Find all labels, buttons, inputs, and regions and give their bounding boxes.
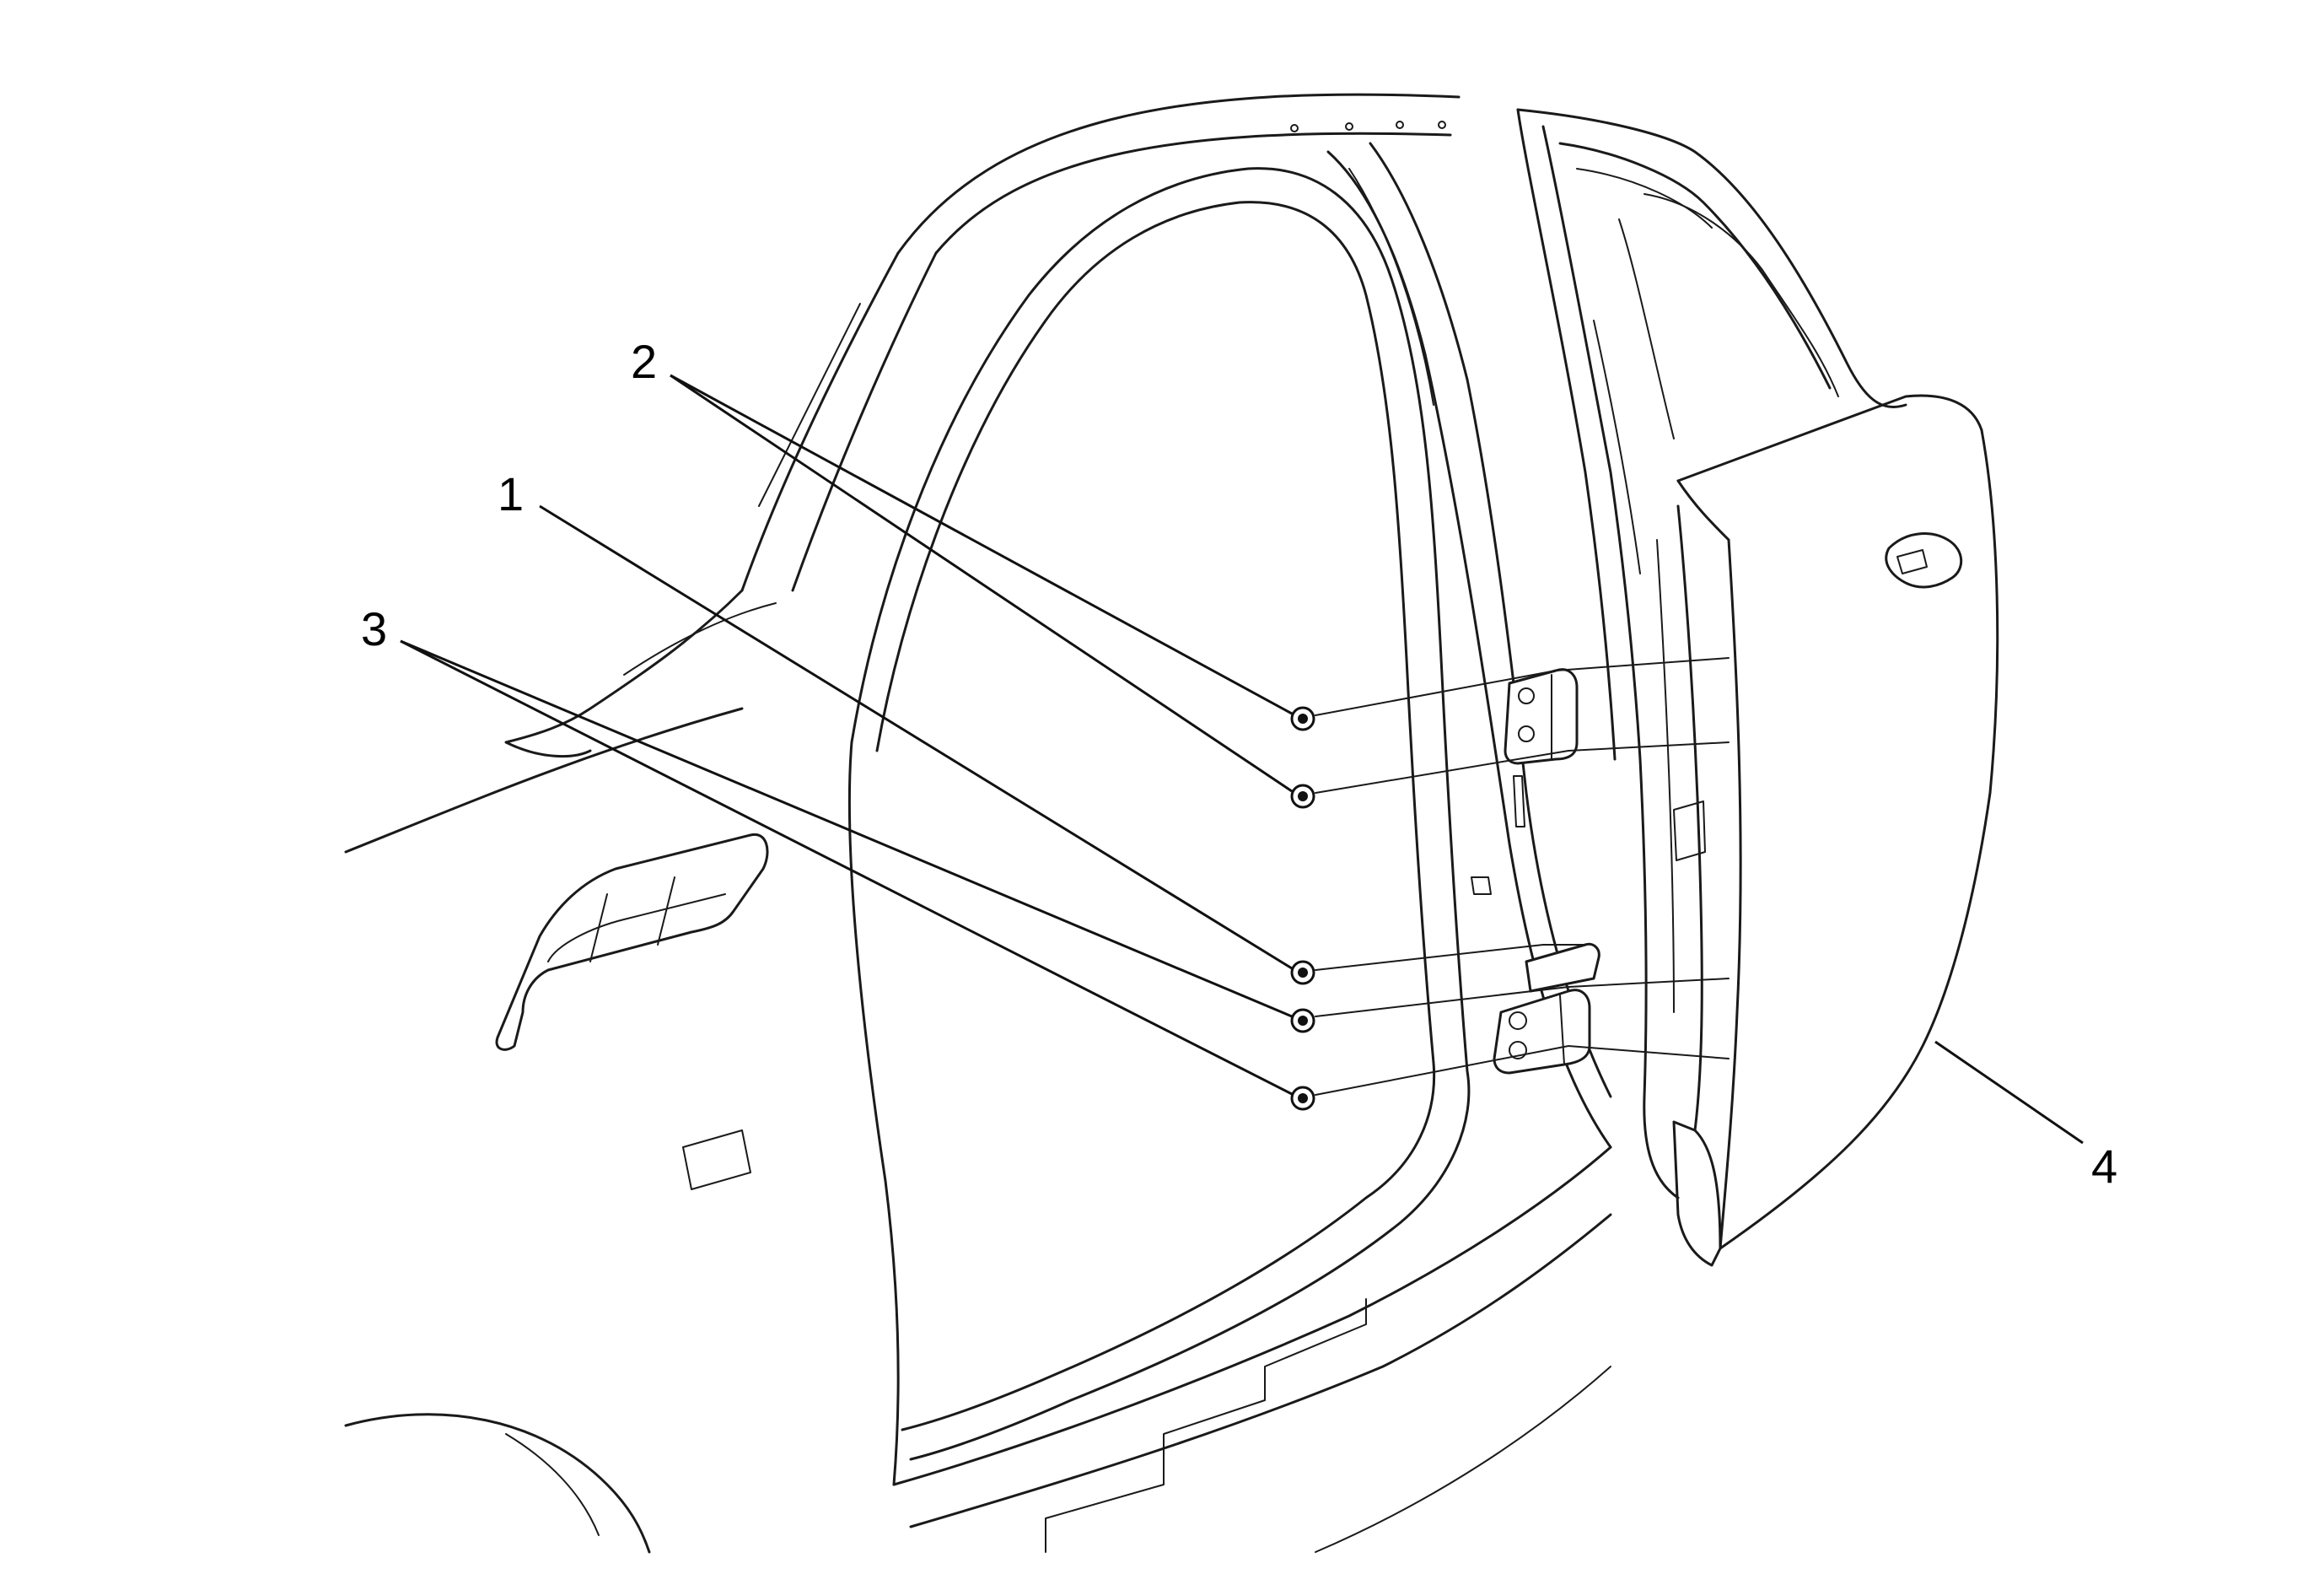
callout-3: 3 [361,602,387,655]
upper-hinge [1504,668,1579,765]
bolt-lower-3 [1290,1086,1315,1111]
door-assembly [1516,108,1999,1267]
bolt-upper-2 [1290,784,1315,809]
callout-1: 1 [498,467,524,520]
bolt-upper-1 [1290,706,1315,731]
bolt-lower-1 [1290,960,1315,985]
hinge-alignment-lines [1315,657,1730,1096]
door-check-link [1525,942,1600,993]
bolt-lower-2 [1290,1008,1315,1033]
vehicle-body [344,93,1612,1554]
callout-leaders [400,374,2084,1145]
callout-2: 2 [631,335,657,388]
lower-hinge [1493,989,1591,1075]
callout-4: 4 [2091,1140,2117,1193]
